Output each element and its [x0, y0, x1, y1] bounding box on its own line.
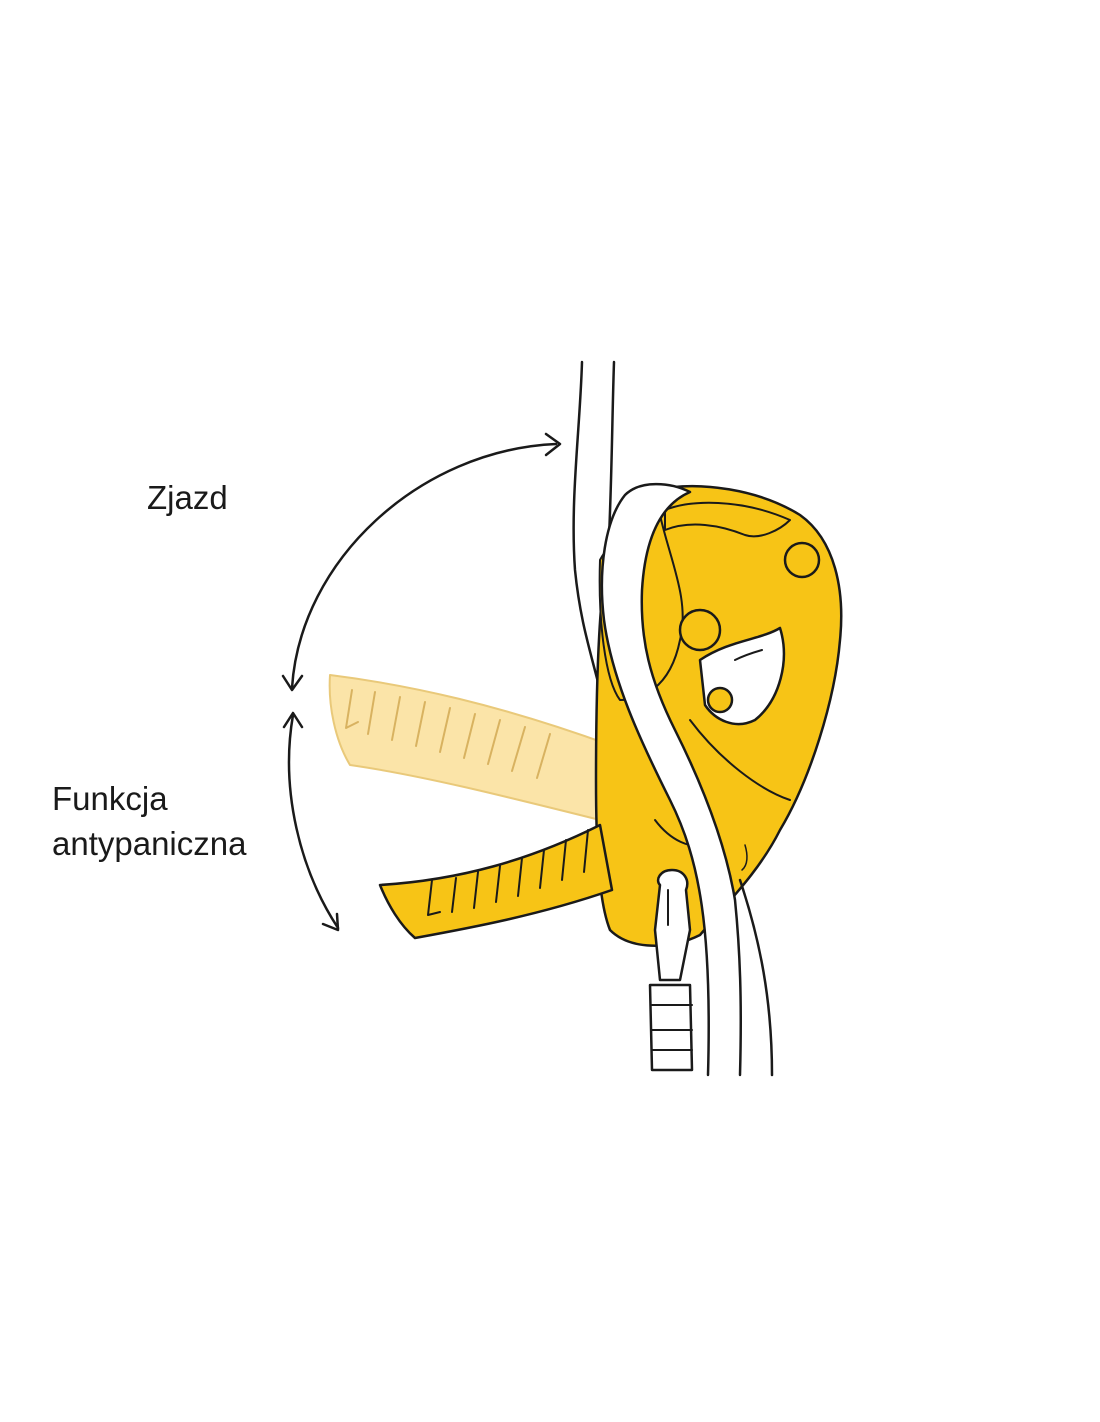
label-antipanic-line2: antypaniczna	[52, 825, 247, 862]
label-antipanic-line1: Funkcja	[52, 780, 168, 817]
bolt-lower	[706, 686, 734, 714]
rope-right-edge	[738, 878, 774, 1077]
handle-descent-position	[328, 674, 611, 821]
handle-antipanic-position	[378, 823, 614, 940]
bolt-top	[783, 541, 821, 579]
bolt-middle	[678, 608, 722, 652]
label-antipanic: Funkcja antypaniczna	[52, 776, 246, 866]
arrow-antipanic-range	[282, 711, 340, 932]
arrow-descent-range	[281, 432, 562, 692]
handle-descent-ridges	[345, 689, 551, 779]
carabiner	[648, 868, 694, 1072]
rope-main	[600, 482, 743, 1077]
label-descent: Zjazd	[147, 479, 228, 516]
handle-ridges	[427, 829, 589, 916]
